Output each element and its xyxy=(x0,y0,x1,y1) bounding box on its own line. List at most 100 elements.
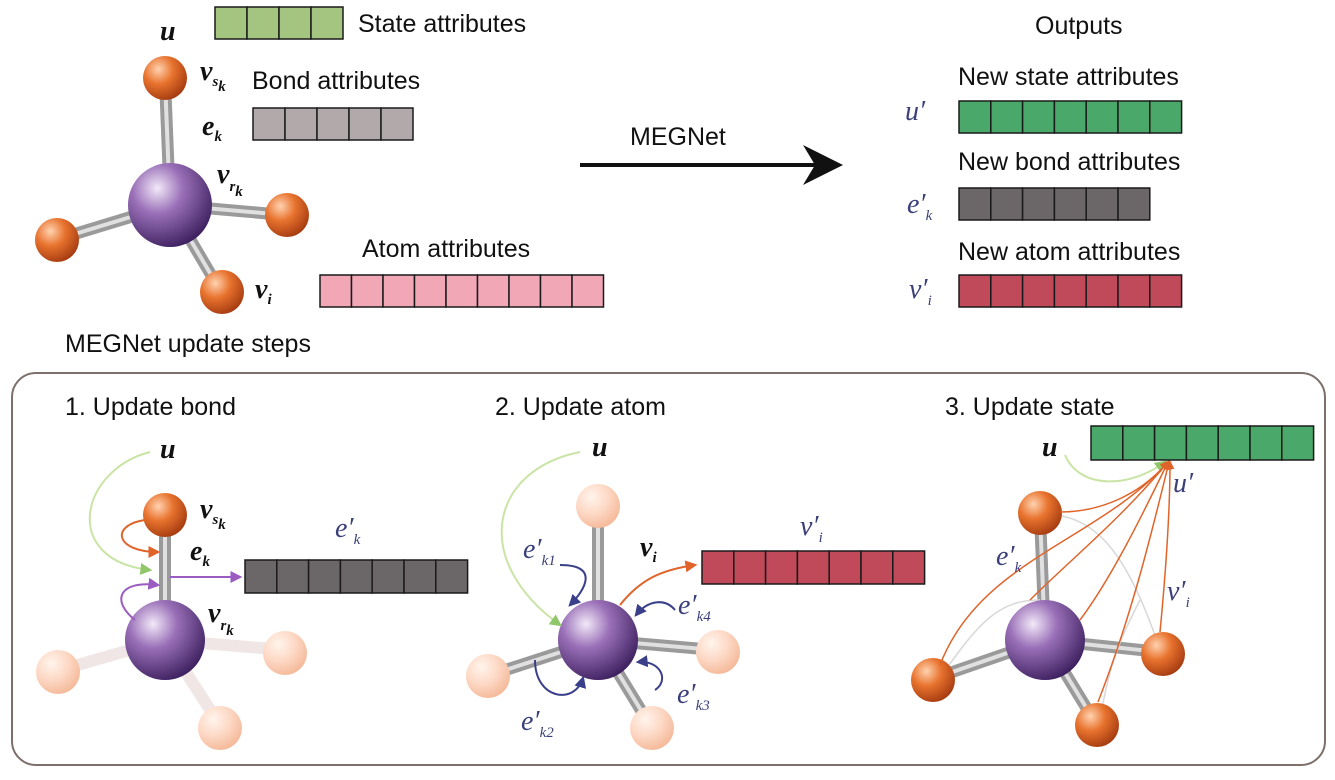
attribute-cell xyxy=(380,107,414,141)
attribute-cell xyxy=(733,550,767,585)
attribute-cell xyxy=(1217,425,1251,461)
faded-atom-sphere xyxy=(630,706,674,750)
attribute-cell xyxy=(307,559,342,594)
new-state-bar xyxy=(958,100,1183,134)
attribute-cell xyxy=(508,274,542,308)
step-2-molecule xyxy=(466,451,740,750)
attribute-cell xyxy=(990,187,1024,221)
atom-sphere xyxy=(35,218,79,262)
attribute-cell xyxy=(284,107,318,141)
step-3-title: 3. Update state xyxy=(945,393,1115,421)
attribute-cell xyxy=(1149,100,1183,134)
ek1-arrow xyxy=(559,564,587,607)
attribute-cell xyxy=(764,550,799,585)
atom-attributes-bar xyxy=(319,274,605,308)
step-2-title: 2. Update atom xyxy=(495,393,666,421)
attribute-cell xyxy=(276,559,310,594)
sym-v-rk: vrk xyxy=(217,159,243,200)
attribute-cell xyxy=(348,107,382,141)
attribute-cell xyxy=(316,107,350,141)
atom-sphere xyxy=(200,270,244,314)
step-1-molecule xyxy=(36,451,307,750)
attribute-cell xyxy=(371,559,405,594)
step1-sym-e-prime-k: e′k xyxy=(335,513,361,548)
attribute-cell xyxy=(1085,187,1119,221)
ek2-arrow xyxy=(534,659,587,696)
attribute-cell xyxy=(350,274,384,308)
attribute-cell xyxy=(319,274,353,308)
attribute-cell xyxy=(1090,425,1124,461)
attribute-cell xyxy=(413,274,447,308)
attribute-cell xyxy=(1021,100,1056,134)
attribute-cell xyxy=(403,559,437,594)
attribute-cell xyxy=(1149,274,1183,308)
attribute-cell xyxy=(214,6,248,40)
faded-atom-sphere xyxy=(466,654,510,698)
attribute-cell xyxy=(1281,425,1315,461)
step-3-molecule xyxy=(911,454,1185,747)
attribute-cell xyxy=(476,274,510,308)
faded-atom-sphere xyxy=(263,631,307,675)
atom-attributes-label: Atom attributes xyxy=(362,235,530,263)
attribute-cell xyxy=(382,274,416,308)
atom-to-vprime-arrow xyxy=(619,560,698,606)
attribute-cell xyxy=(339,559,373,594)
attribute-cell xyxy=(1021,274,1056,308)
step3-sym-e-prime-k: e′k xyxy=(996,541,1022,576)
sym-u: u xyxy=(160,16,176,47)
faded-atom-sphere xyxy=(36,650,80,694)
attribute-cell xyxy=(244,559,278,594)
step1-sym-e-k: ek xyxy=(190,536,210,570)
atom-sphere xyxy=(143,56,187,100)
attribute-cell xyxy=(445,274,479,308)
new-bond-label: New bond attributes xyxy=(958,148,1180,176)
attribute-cell xyxy=(701,550,735,585)
new-atom-bar xyxy=(958,274,1183,308)
central-atom-sphere xyxy=(125,600,205,680)
sym-v-sk: vsk xyxy=(200,56,226,95)
attribute-cell xyxy=(1185,425,1219,461)
faded-atom-sphere xyxy=(576,484,620,528)
step2-sym-v-prime-i: v′i xyxy=(800,511,823,546)
attribute-cell xyxy=(252,107,286,141)
u-to-atom-arrow xyxy=(500,451,581,627)
attribute-cell xyxy=(1053,274,1087,308)
atom-sphere xyxy=(143,493,187,537)
atom-sphere xyxy=(1141,632,1185,676)
attribute-cell xyxy=(892,550,926,585)
step3-sym-v-prime-i: v′i xyxy=(1167,576,1190,611)
attribute-cell xyxy=(860,550,894,585)
megnet-arrow-label: MEGNet xyxy=(630,123,726,151)
step3-uprime-bar xyxy=(1090,425,1315,461)
step1-eprime-bar xyxy=(244,559,469,594)
ek4-arrow xyxy=(634,601,676,617)
attribute-cell xyxy=(1117,274,1151,308)
attribute-cell xyxy=(1117,187,1151,221)
atom-sphere xyxy=(1075,703,1119,747)
attribute-cell xyxy=(1085,100,1119,134)
atom-sphere xyxy=(265,193,309,237)
step2-sym-e-prime-k1: e′k1 xyxy=(523,534,556,569)
attribute-cell xyxy=(958,187,992,221)
ek3-arrow xyxy=(635,655,664,691)
bond-attributes-label: Bond attributes xyxy=(252,67,420,95)
faded-atom-sphere xyxy=(198,706,242,750)
vr-to-bond-arrow xyxy=(120,577,161,621)
attribute-cell xyxy=(278,6,312,40)
step-1-title: 1. Update bond xyxy=(65,393,236,421)
central-atom-sphere xyxy=(1005,600,1085,680)
step2-sym-e-prime-k3: e′k3 xyxy=(677,679,710,714)
faded-atom-sphere xyxy=(696,630,740,674)
attribute-cell xyxy=(1021,187,1056,221)
update-steps-panel xyxy=(11,372,1326,766)
attribute-cell xyxy=(958,100,992,134)
attribute-cell xyxy=(990,100,1024,134)
attribute-cell xyxy=(1117,100,1151,134)
attribute-cell xyxy=(1249,425,1283,461)
sym-e-k: ek xyxy=(202,111,222,145)
attribute-cell xyxy=(1053,100,1087,134)
update-steps-title: MEGNet update steps xyxy=(65,330,311,358)
step2-sym-u: u xyxy=(592,432,608,463)
atom-sphere xyxy=(911,658,955,702)
